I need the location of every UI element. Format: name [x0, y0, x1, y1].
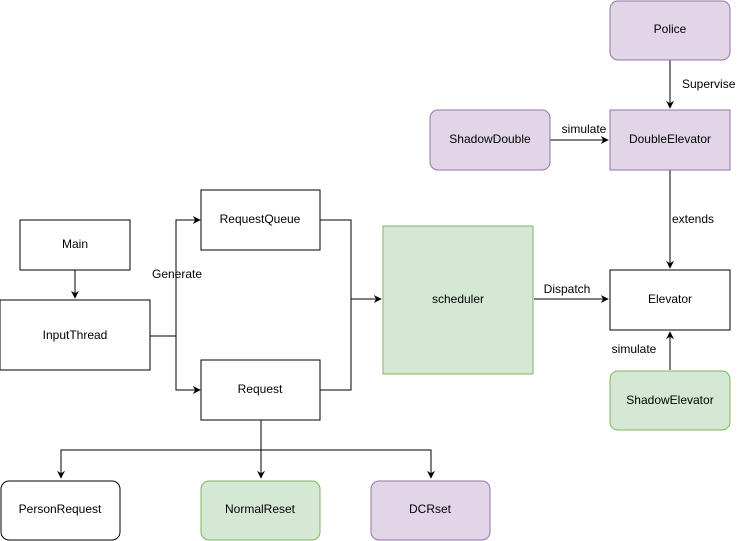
node-input-thread: InputThread: [0, 299, 151, 371]
edge-inputthread-to-requestqueue: [175, 216, 201, 336]
edge-label-supervise: Supervise: [682, 77, 736, 91]
node-normal-reset-label: NormalReset: [225, 502, 296, 516]
edge-inputthread-to-request: [175, 336, 201, 394]
edges: [57, 60, 674, 479]
node-input-thread-label: InputThread: [43, 328, 108, 342]
node-request-queue: RequestQueue: [200, 189, 321, 251]
node-request-queue-label: RequestQueue: [220, 212, 301, 226]
edge-request-to-merge: [320, 299, 352, 391]
node-double-elevator: DoubleElevator: [609, 109, 731, 171]
edge-label-simulate-double: simulate: [562, 122, 607, 136]
node-request: Request: [200, 359, 321, 421]
node-dcr-set-label: DCRset: [409, 502, 452, 516]
edge-label-generate: Generate: [152, 267, 202, 281]
edge-label-dispatch: Dispatch: [544, 282, 591, 296]
node-shadow-elevator: ShadowElevator: [609, 370, 731, 431]
node-request-label: Request: [238, 382, 283, 396]
node-shadow-elevator-label: ShadowElevator: [626, 393, 713, 407]
node-elevator: Elevator: [609, 269, 731, 331]
edge-label-simulate-elevator: simulate: [612, 342, 657, 356]
node-scheduler-label: scheduler: [432, 292, 484, 306]
node-police: Police: [609, 0, 731, 61]
edge-request-to-dcrset: [261, 449, 435, 479]
node-elevator-label: Elevator: [648, 292, 692, 306]
node-main: Main: [19, 219, 131, 271]
node-police-label: Police: [654, 22, 687, 36]
node-person-request: PersonRequest: [0, 480, 121, 541]
node-person-request-label: PersonRequest: [19, 502, 102, 516]
node-shadow-double: ShadowDouble: [429, 109, 551, 171]
edge-request-to-personrequest: [57, 420, 262, 479]
node-scheduler: scheduler: [382, 225, 534, 375]
node-dcr-set: DCRset: [370, 480, 491, 541]
node-double-elevator-label: DoubleElevator: [629, 132, 711, 146]
edge-requestqueue-to-merge: [320, 219, 352, 299]
edge-label-extends: extends: [672, 212, 714, 226]
node-normal-reset: NormalReset: [200, 480, 321, 541]
node-main-label: Main: [62, 237, 88, 251]
node-shadow-double-label: ShadowDouble: [449, 132, 531, 146]
